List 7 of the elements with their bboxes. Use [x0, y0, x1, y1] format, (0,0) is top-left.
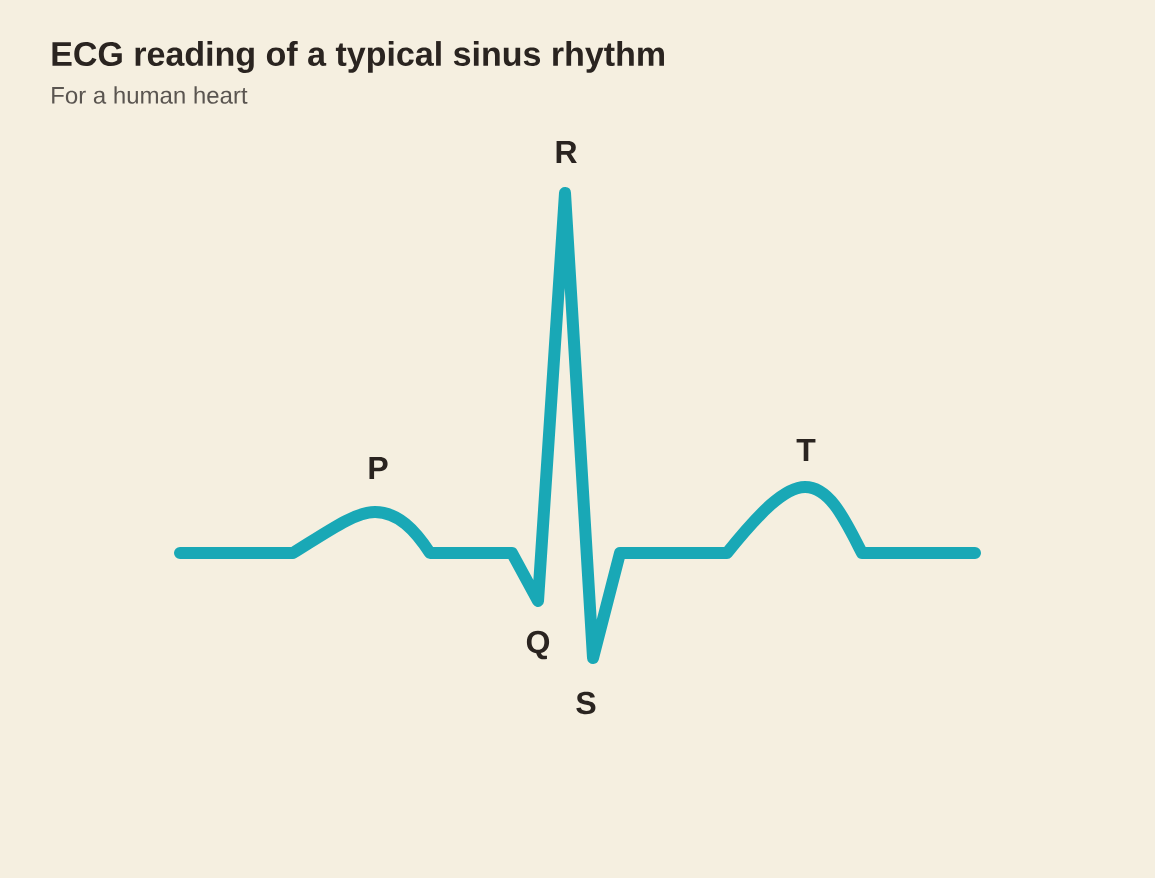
wave-label: P: [369, 457, 388, 479]
subtitle: For a human heart: [52, 86, 248, 104]
wave-label: S: [576, 691, 596, 715]
wave-label: Q: [526, 630, 550, 660]
title: ECG reading of a typical sinus rhythm: [52, 41, 664, 73]
wave-label: R: [556, 141, 577, 163]
wave-label: T: [796, 439, 816, 461]
